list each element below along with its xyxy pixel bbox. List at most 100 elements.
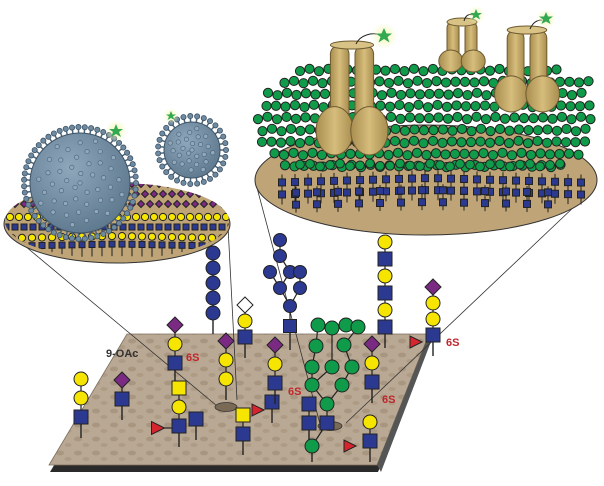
sialic-acid-diamond-icon (363, 335, 381, 353)
glcnac-square-icon (377, 285, 393, 301)
glycan-structure (188, 411, 204, 440)
mannose-circle-icon (430, 148, 442, 159)
mannose-circle-icon (414, 89, 426, 100)
galactose-circle-icon (237, 313, 253, 329)
mannose-circle-icon (395, 113, 406, 124)
virus-particle-large (21, 124, 139, 242)
mannose-circle-icon (266, 123, 278, 134)
array-glycans (73, 233, 442, 462)
mannose-circle-icon (399, 138, 410, 149)
mannose-circle-icon (466, 126, 477, 137)
mannose-circle-icon (551, 64, 562, 75)
glcnac-circle-icon (273, 249, 287, 263)
mannose-circle-icon (310, 317, 326, 333)
mannose-circle-icon (269, 148, 280, 159)
lectin-protein (315, 40, 389, 156)
mannose-circle-icon (487, 149, 499, 161)
mannose-circle-icon (585, 114, 596, 125)
glcnac-square-icon (167, 355, 183, 371)
fucose-triangle-icon (343, 439, 358, 453)
mannose-circle-icon (566, 90, 578, 101)
mannose-circle-icon (523, 125, 534, 136)
glcnac-square-icon (425, 327, 441, 343)
glycan-structure (205, 245, 221, 334)
mannose-circle-icon (307, 147, 318, 158)
mannose-circle-icon (350, 319, 366, 335)
zoom-bubble-virus (3, 108, 231, 264)
mannose-circle-icon (297, 150, 309, 161)
mannose-circle-icon (285, 136, 296, 147)
mannose-circle-icon (421, 77, 433, 89)
mannose-circle-icon (573, 149, 584, 160)
mannose-circle-icon (499, 113, 511, 124)
mannose-circle-icon (404, 112, 416, 123)
mannose-circle-icon (324, 320, 340, 336)
mannose-circle-icon (574, 101, 586, 112)
mannose-circle-icon (405, 88, 416, 99)
glcnac-circle-icon (205, 245, 221, 261)
mannose-circle-icon (576, 87, 587, 98)
mannose-circle-icon (395, 89, 407, 101)
mannose-circle-icon (479, 100, 491, 111)
mannose-circle-icon (291, 89, 302, 101)
acetyl-label: 9-OAc (106, 348, 138, 360)
mannose-circle-icon (456, 123, 468, 135)
mannose-circle-icon (460, 101, 472, 112)
mannose-circle-icon (365, 158, 375, 169)
mannose-circle-icon (261, 100, 272, 112)
mannose-circle-icon (316, 149, 328, 161)
lectin-protein (494, 25, 560, 113)
mannose-circle-icon (481, 90, 492, 101)
mannose-circle-icon (452, 88, 464, 99)
mannose-circle-icon (394, 99, 405, 111)
mannose-circle-icon (450, 76, 461, 87)
mannose-circle-icon (437, 124, 449, 135)
mannose-circle-icon (427, 135, 439, 147)
mannose-circle-icon (465, 136, 477, 148)
galactose-circle-icon (377, 268, 393, 284)
mannose-circle-icon (335, 158, 345, 169)
mannose-circle-icon (425, 158, 435, 169)
mannose-circle-icon (432, 99, 443, 111)
mannose-circle-icon (375, 160, 385, 171)
sialic-acid-diamond-icon (424, 278, 442, 296)
fucose-triangle-icon (409, 335, 424, 349)
mannose-circle-icon (304, 124, 316, 135)
glcnac-square-icon (237, 329, 253, 345)
mannose-circle-icon (307, 75, 319, 86)
mannose-circle-icon (262, 87, 274, 98)
mannose-circle-icon (319, 88, 331, 99)
mannose-circle-icon (272, 90, 283, 101)
glcnac-square-icon (114, 391, 130, 407)
mannose-circle-icon (427, 63, 439, 75)
sulfate-label: 6S (288, 386, 301, 398)
glcnac-circle-icon (283, 299, 297, 313)
glycan-structure (343, 414, 378, 462)
mannose-circle-icon (270, 100, 282, 111)
galactose-circle-icon (218, 371, 234, 387)
glcnac-square-icon (377, 319, 393, 335)
mannose-circle-icon (522, 138, 534, 149)
mannose-circle-icon (334, 377, 350, 393)
mannose-circle-icon (405, 160, 415, 171)
mannose-circle-icon (494, 63, 505, 75)
mannose-circle-icon (513, 124, 525, 135)
mannose-circle-icon (279, 77, 290, 88)
mannose-circle-icon (442, 113, 454, 124)
mannose-circle-icon (494, 135, 505, 147)
mannose-circle-icon (299, 101, 310, 113)
mannose-circle-icon (509, 112, 520, 123)
glcnac-circle-icon (293, 265, 307, 279)
mannose-circle-icon (294, 137, 306, 149)
mannose-circle-icon (385, 111, 397, 123)
mannose-circle-icon (411, 147, 423, 158)
mannose-circle-icon (275, 137, 287, 148)
mannose-circle-icon (551, 136, 562, 147)
mannose-circle-icon (465, 159, 475, 170)
mannose-circle-icon (443, 89, 454, 100)
mannose-circle-icon (257, 125, 268, 137)
mannose-circle-icon (560, 137, 572, 148)
galactose-circle-icon (73, 371, 89, 387)
glcnac-square-icon (267, 375, 283, 391)
galactose-circle-icon (425, 311, 441, 327)
